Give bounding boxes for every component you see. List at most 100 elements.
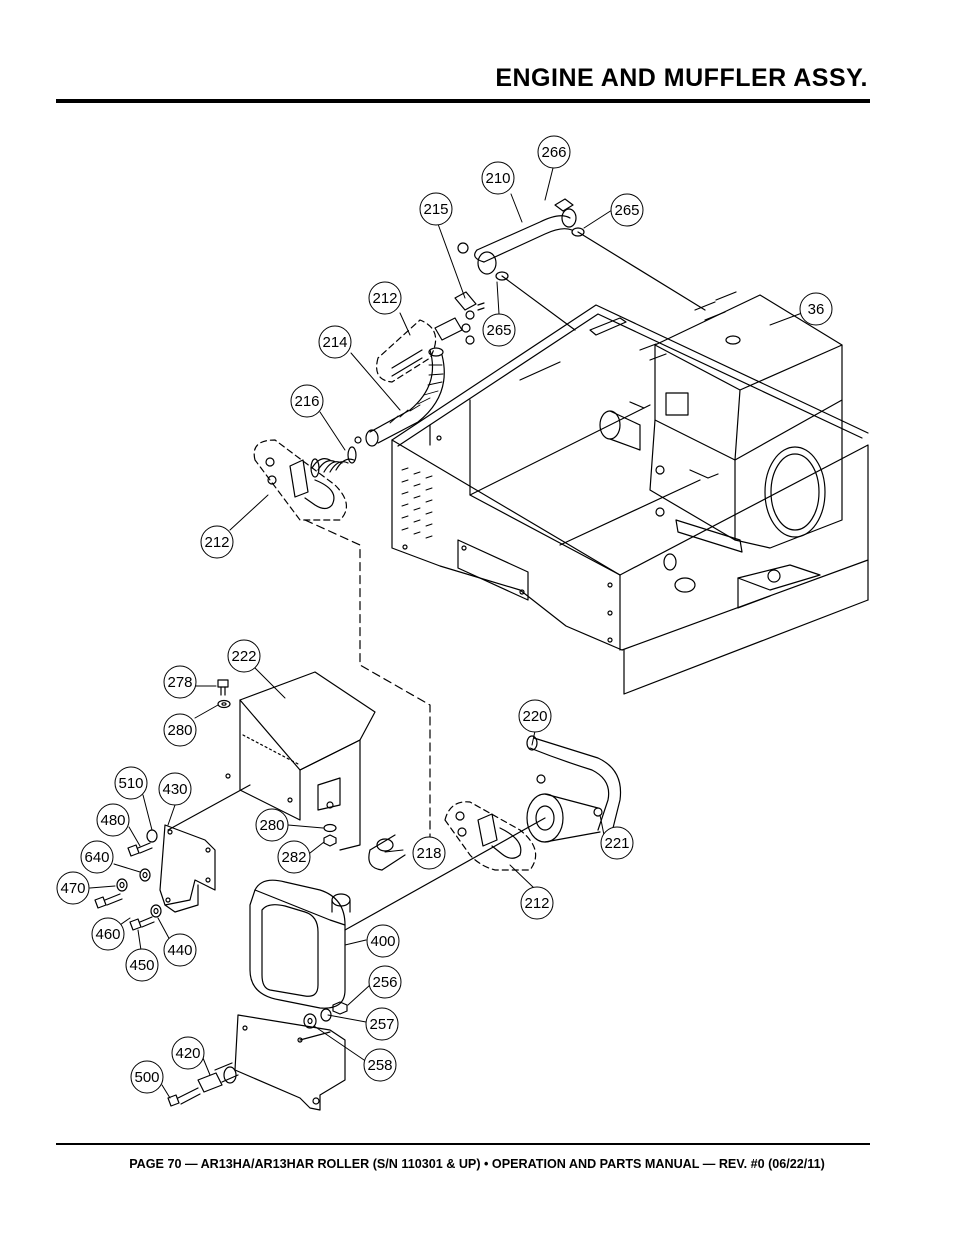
callout-212: 212	[200, 525, 234, 559]
nut-266	[554, 198, 574, 212]
washer-257	[320, 1008, 332, 1022]
bolt-460	[94, 893, 123, 909]
svg-text:210: 210	[485, 170, 510, 187]
heat-shield-222	[225, 671, 376, 851]
washer-640	[139, 868, 151, 882]
svg-text:256: 256	[372, 974, 397, 991]
callout-256: 256	[368, 965, 402, 999]
page-title: ENGINE AND MUFFLER ASSY.	[495, 64, 868, 92]
callout-265: 265	[610, 193, 644, 227]
engine-36	[599, 291, 843, 549]
svg-text:221: 221	[604, 835, 629, 852]
svg-text:500: 500	[134, 1069, 159, 1086]
callout-420: 420	[171, 1036, 205, 1070]
callout-460: 460	[91, 917, 125, 951]
clamp-212-upper	[376, 317, 475, 383]
callout-218: 218	[412, 836, 446, 870]
spacer-420	[197, 1062, 239, 1093]
clamp-212-left	[253, 439, 347, 521]
exhaust-elbow-220	[526, 735, 622, 843]
callout-510: 510	[114, 766, 148, 800]
svg-text:278: 278	[167, 674, 192, 691]
washer-440	[150, 904, 162, 918]
callout-212: 212	[368, 281, 402, 315]
spring-216	[310, 436, 362, 478]
callout-220: 220	[518, 699, 552, 733]
callout-450: 450	[125, 948, 159, 982]
clamp-212-right	[444, 801, 537, 871]
svg-text:257: 257	[369, 1016, 394, 1033]
svg-text:280: 280	[167, 722, 192, 739]
tailpipe-218	[368, 834, 406, 871]
callout-265: 265	[482, 313, 516, 347]
header-rule	[56, 99, 870, 103]
washer-470	[116, 878, 128, 892]
callout-212: 212	[520, 886, 554, 920]
callout-640: 640	[80, 840, 114, 874]
svg-text:470: 470	[60, 880, 85, 897]
nut-282	[323, 834, 337, 847]
washer-258	[303, 1013, 317, 1029]
svg-text:510: 510	[118, 775, 143, 792]
callout-480: 480	[96, 803, 130, 837]
washer-280-upper	[217, 699, 231, 709]
svg-text:266: 266	[541, 144, 566, 161]
muffler-400	[249, 879, 351, 1009]
callout-430: 430	[158, 772, 192, 806]
footer-rule	[56, 1143, 870, 1145]
svg-text:265: 265	[614, 202, 639, 219]
callout-280: 280	[255, 808, 289, 842]
callout-36: 36	[799, 292, 833, 326]
bolt-450	[129, 916, 155, 931]
callout-282: 282	[277, 840, 311, 874]
engine-frame	[391, 304, 869, 695]
callout-400: 400	[366, 924, 400, 958]
svg-text:400: 400	[370, 933, 395, 950]
gasket-265-lower	[495, 271, 509, 281]
mount-plate-430	[159, 824, 216, 913]
svg-text:265: 265	[486, 322, 511, 339]
svg-text:216: 216	[294, 393, 319, 410]
svg-text:480: 480	[100, 812, 125, 829]
exhaust-pipe-210	[457, 198, 577, 275]
svg-text:280: 280	[259, 817, 284, 834]
callout-222: 222	[227, 639, 261, 673]
svg-text:212: 212	[524, 895, 549, 912]
svg-text:640: 640	[84, 849, 109, 866]
svg-text:258: 258	[367, 1057, 392, 1074]
lower-bracket	[234, 1014, 346, 1111]
callout-214: 214	[318, 325, 352, 359]
nut-256	[332, 1001, 348, 1015]
callout-221: 221	[600, 826, 634, 860]
callout-440: 440	[163, 933, 197, 967]
svg-text:220: 220	[522, 708, 547, 725]
callout-266: 266	[537, 135, 571, 169]
gasket-265-top	[571, 227, 585, 237]
callout-278: 278	[163, 665, 197, 699]
callout-257: 257	[365, 1007, 399, 1041]
washer-510	[146, 829, 158, 843]
callout-500: 500	[130, 1060, 164, 1094]
svg-text:214: 214	[322, 334, 347, 351]
svg-text:440: 440	[167, 942, 192, 959]
svg-text:212: 212	[372, 290, 397, 307]
svg-text:36: 36	[808, 301, 825, 318]
svg-text:460: 460	[95, 926, 120, 943]
page-footer: PAGE 70 — AR13HA/AR13HAR ROLLER (S/N 110…	[129, 1157, 825, 1171]
svg-text:420: 420	[175, 1045, 200, 1062]
svg-text:218: 218	[416, 845, 441, 862]
callout-280: 280	[163, 713, 197, 747]
screw-278	[217, 679, 229, 696]
callout-216: 216	[290, 384, 324, 418]
bolt-500	[167, 1087, 201, 1107]
callout-215: 215	[419, 192, 453, 226]
svg-text:430: 430	[162, 781, 187, 798]
svg-text:450: 450	[129, 957, 154, 974]
clamp-215	[454, 291, 485, 320]
washer-280-lower	[323, 823, 337, 833]
svg-text:282: 282	[281, 849, 306, 866]
bolt-480	[127, 842, 153, 857]
svg-text:222: 222	[231, 648, 256, 665]
svg-text:212: 212	[204, 534, 229, 551]
